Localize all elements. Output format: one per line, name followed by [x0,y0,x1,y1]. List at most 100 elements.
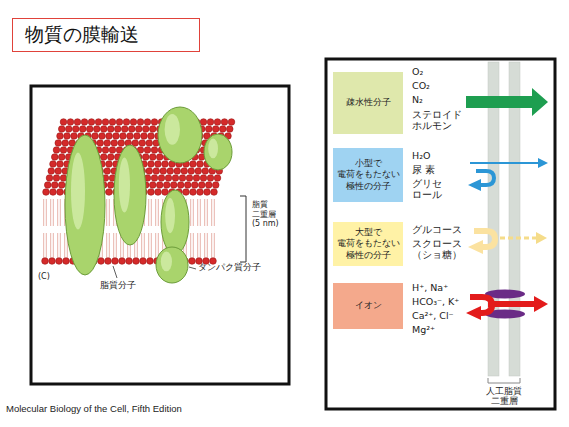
lipid-head [102,119,109,126]
lipid-head [202,168,209,175]
lipid-head [156,182,163,189]
lipid-head [53,147,60,154]
lipid-head [42,258,49,265]
lipid-head [93,126,100,133]
category-box: イオン [333,283,403,329]
lipid-tail [53,233,54,258]
part-label: タンパク質分子 [198,262,261,273]
lipid-tail [144,233,145,258]
lipid-tail [116,233,117,258]
part-label: 脂質分子 [100,280,136,291]
arrow-head [538,158,548,168]
lipid-head [107,154,114,161]
channel-arrow [488,301,535,307]
lipid-head [214,119,221,126]
lipid-tail [57,199,58,226]
lipid-head [137,119,144,126]
permeation-arrow [470,162,539,164]
lipid-head [214,175,221,182]
protein-highlight [119,158,130,213]
lipid-head [165,175,172,182]
ion-name: Ca²⁺, Cl⁻ [412,310,454,321]
lipid-head [219,126,226,133]
lipid-head [50,189,57,196]
lipid-head [144,147,151,154]
lipid-head [197,189,204,196]
ion-name: H⁺, Na⁺ [412,282,448,293]
lipid-head [107,126,114,133]
lipid-head [53,175,60,182]
lipid-tail [46,233,47,258]
lipid-head [167,168,174,175]
lipid-tail [197,199,198,226]
lipid-head [72,126,79,133]
lipid-tail [141,233,142,258]
lipid-head [58,126,65,133]
membrane-layer [488,62,499,376]
lipid-head [149,126,156,133]
lipid-tail [148,233,149,258]
molecule-name: N₂ [412,94,423,105]
lipid-tail [204,233,205,258]
lipid-head [140,258,147,265]
protein-highlight [165,114,180,145]
lipid-tail [207,199,208,226]
lipid-head [50,161,57,168]
lipid-head [148,133,155,140]
molecule-name: CO₂ [412,80,430,91]
lipid-head [62,140,69,147]
lipid-head [198,182,205,189]
lipid-tail [155,233,156,258]
lipid-head [207,119,214,126]
protein-highlight [208,139,218,159]
weak-permeation-arrow [500,237,537,240]
category-label: 大型で 電荷をもたない 極性の分子 [336,227,400,260]
lipid-head [104,168,111,175]
lipid-head [155,189,162,196]
molecule-name: グリセロール [412,178,442,201]
arrow-head [536,232,547,244]
lipid-head [95,119,102,126]
lipid-head [195,168,202,175]
ion-name: HCO₃⁻, K⁺ [412,296,459,307]
lipid-head [63,258,70,265]
lipid-head [58,182,65,189]
membrane-label: 人工脂質 二重層 [479,386,529,406]
lipid-tail [50,233,51,258]
category-label: 疎水性分子 [346,97,391,108]
lipid-head [186,175,193,182]
lipid-head [189,258,196,265]
lipid-head [44,182,51,189]
lipid-head [60,119,67,126]
protein-molecule [114,145,146,245]
lipid-head [58,154,65,161]
lipid-head [205,126,212,133]
lipid-head [51,182,58,189]
thickness-bracket [240,196,246,262]
lipid-head [102,147,109,154]
membrane-layer [509,62,520,376]
molecule-name: スクロース （ショ糖） [412,238,468,261]
lipid-head [174,168,181,175]
lipid-head [184,182,191,189]
lipid-head [109,119,116,126]
lipid-head [153,168,160,175]
lipid-tail [190,199,191,226]
lipid-tail [106,199,107,226]
lipid-head [181,168,188,175]
lipid-head [99,133,106,140]
lipid-head [226,126,233,133]
molecule-name: O₂ [412,66,423,77]
lipid-tail [190,233,191,258]
lipid-tail [207,233,208,258]
lipid-head [200,119,207,126]
lipid-head [148,161,155,168]
lipid-tail [197,233,198,258]
leader-line [113,266,117,278]
protein-molecule [161,190,189,254]
lipid-tail [50,199,51,226]
lipid-tail [148,199,149,226]
lipid-head [57,189,64,196]
arrow-head [468,179,481,191]
